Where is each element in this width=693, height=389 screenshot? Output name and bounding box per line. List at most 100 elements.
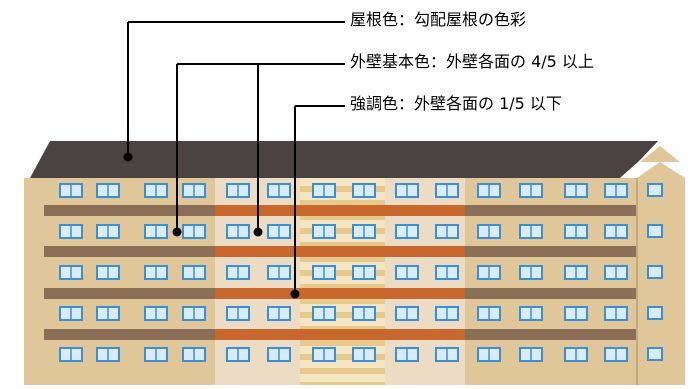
base-wall-color-label: 外壁基本色：外壁各面の 4/5 以上 <box>350 52 594 71</box>
leader-dot <box>123 152 133 162</box>
window <box>395 183 419 198</box>
window <box>226 265 250 280</box>
window <box>477 224 501 239</box>
balcony-band-accent <box>215 246 465 257</box>
window <box>144 265 168 280</box>
stair-stripe <box>300 186 385 192</box>
end-window <box>647 265 663 279</box>
balcony-band-accent <box>215 205 465 216</box>
window <box>604 183 628 198</box>
window <box>226 224 250 239</box>
balcony-band-left <box>44 205 215 216</box>
stair-stripe <box>300 214 385 220</box>
stair-stripe <box>300 242 385 248</box>
leader-dot <box>172 227 182 237</box>
leader-dot <box>290 289 300 299</box>
window <box>564 306 588 321</box>
window <box>144 224 168 239</box>
leader-lines <box>123 21 345 299</box>
window <box>96 306 120 321</box>
window <box>182 306 206 321</box>
window <box>96 265 120 280</box>
accent-color-label: 強調色：外壁各面の 1/5 以下 <box>350 94 562 113</box>
window <box>96 183 120 198</box>
window <box>226 347 250 362</box>
window <box>435 224 459 239</box>
window <box>477 306 501 321</box>
leader-dot <box>253 227 263 237</box>
building-body <box>24 146 685 388</box>
balcony-band-right <box>465 205 636 216</box>
window <box>352 183 376 198</box>
balcony-band-accent <box>215 329 465 340</box>
stair-stripe <box>300 298 385 304</box>
window <box>182 183 206 198</box>
roof-gable-end <box>620 141 658 164</box>
end-window <box>647 224 663 238</box>
window <box>477 183 501 198</box>
window <box>267 183 291 198</box>
end-window <box>647 183 663 197</box>
window <box>59 306 83 321</box>
window <box>267 306 291 321</box>
end-gable <box>640 146 680 162</box>
end-window <box>647 306 663 320</box>
stair-stripe <box>300 284 385 290</box>
window <box>312 265 336 280</box>
window <box>435 265 459 280</box>
window <box>267 224 291 239</box>
window <box>519 183 543 198</box>
window <box>226 183 250 198</box>
window <box>226 306 250 321</box>
window <box>435 347 459 362</box>
window <box>564 183 588 198</box>
window <box>352 306 376 321</box>
balcony-band-accent <box>215 288 465 299</box>
window <box>59 265 83 280</box>
window <box>352 347 376 362</box>
window <box>604 224 628 239</box>
window <box>312 306 336 321</box>
window <box>59 224 83 239</box>
window <box>519 306 543 321</box>
window <box>519 224 543 239</box>
window <box>182 347 206 362</box>
window <box>352 265 376 280</box>
window <box>435 183 459 198</box>
window <box>604 347 628 362</box>
window <box>435 306 459 321</box>
stair-stripe <box>300 340 385 346</box>
window <box>144 347 168 362</box>
window <box>604 306 628 321</box>
roof-color-label: 屋根色：勾配屋根の色彩 <box>350 10 527 29</box>
window <box>477 347 501 362</box>
window <box>144 183 168 198</box>
window <box>395 265 419 280</box>
window <box>564 224 588 239</box>
balcony-band-right <box>465 329 636 340</box>
stair-stripe <box>300 354 385 360</box>
window <box>267 347 291 362</box>
window <box>352 224 376 239</box>
balcony-band-right <box>465 246 636 257</box>
window <box>312 183 336 198</box>
sloped-roof <box>30 141 658 178</box>
window <box>395 347 419 362</box>
balcony-band-right <box>465 288 636 299</box>
stair-stripe <box>300 200 385 206</box>
window <box>564 347 588 362</box>
window <box>312 224 336 239</box>
window <box>477 265 501 280</box>
window <box>395 224 419 239</box>
window <box>395 306 419 321</box>
stair-stripe <box>300 256 385 262</box>
end-window <box>647 347 663 361</box>
roof <box>30 141 658 178</box>
window <box>564 265 588 280</box>
window <box>182 224 206 239</box>
balcony-band-left <box>44 288 215 299</box>
window <box>144 306 168 321</box>
balcony-band-left <box>44 246 215 257</box>
